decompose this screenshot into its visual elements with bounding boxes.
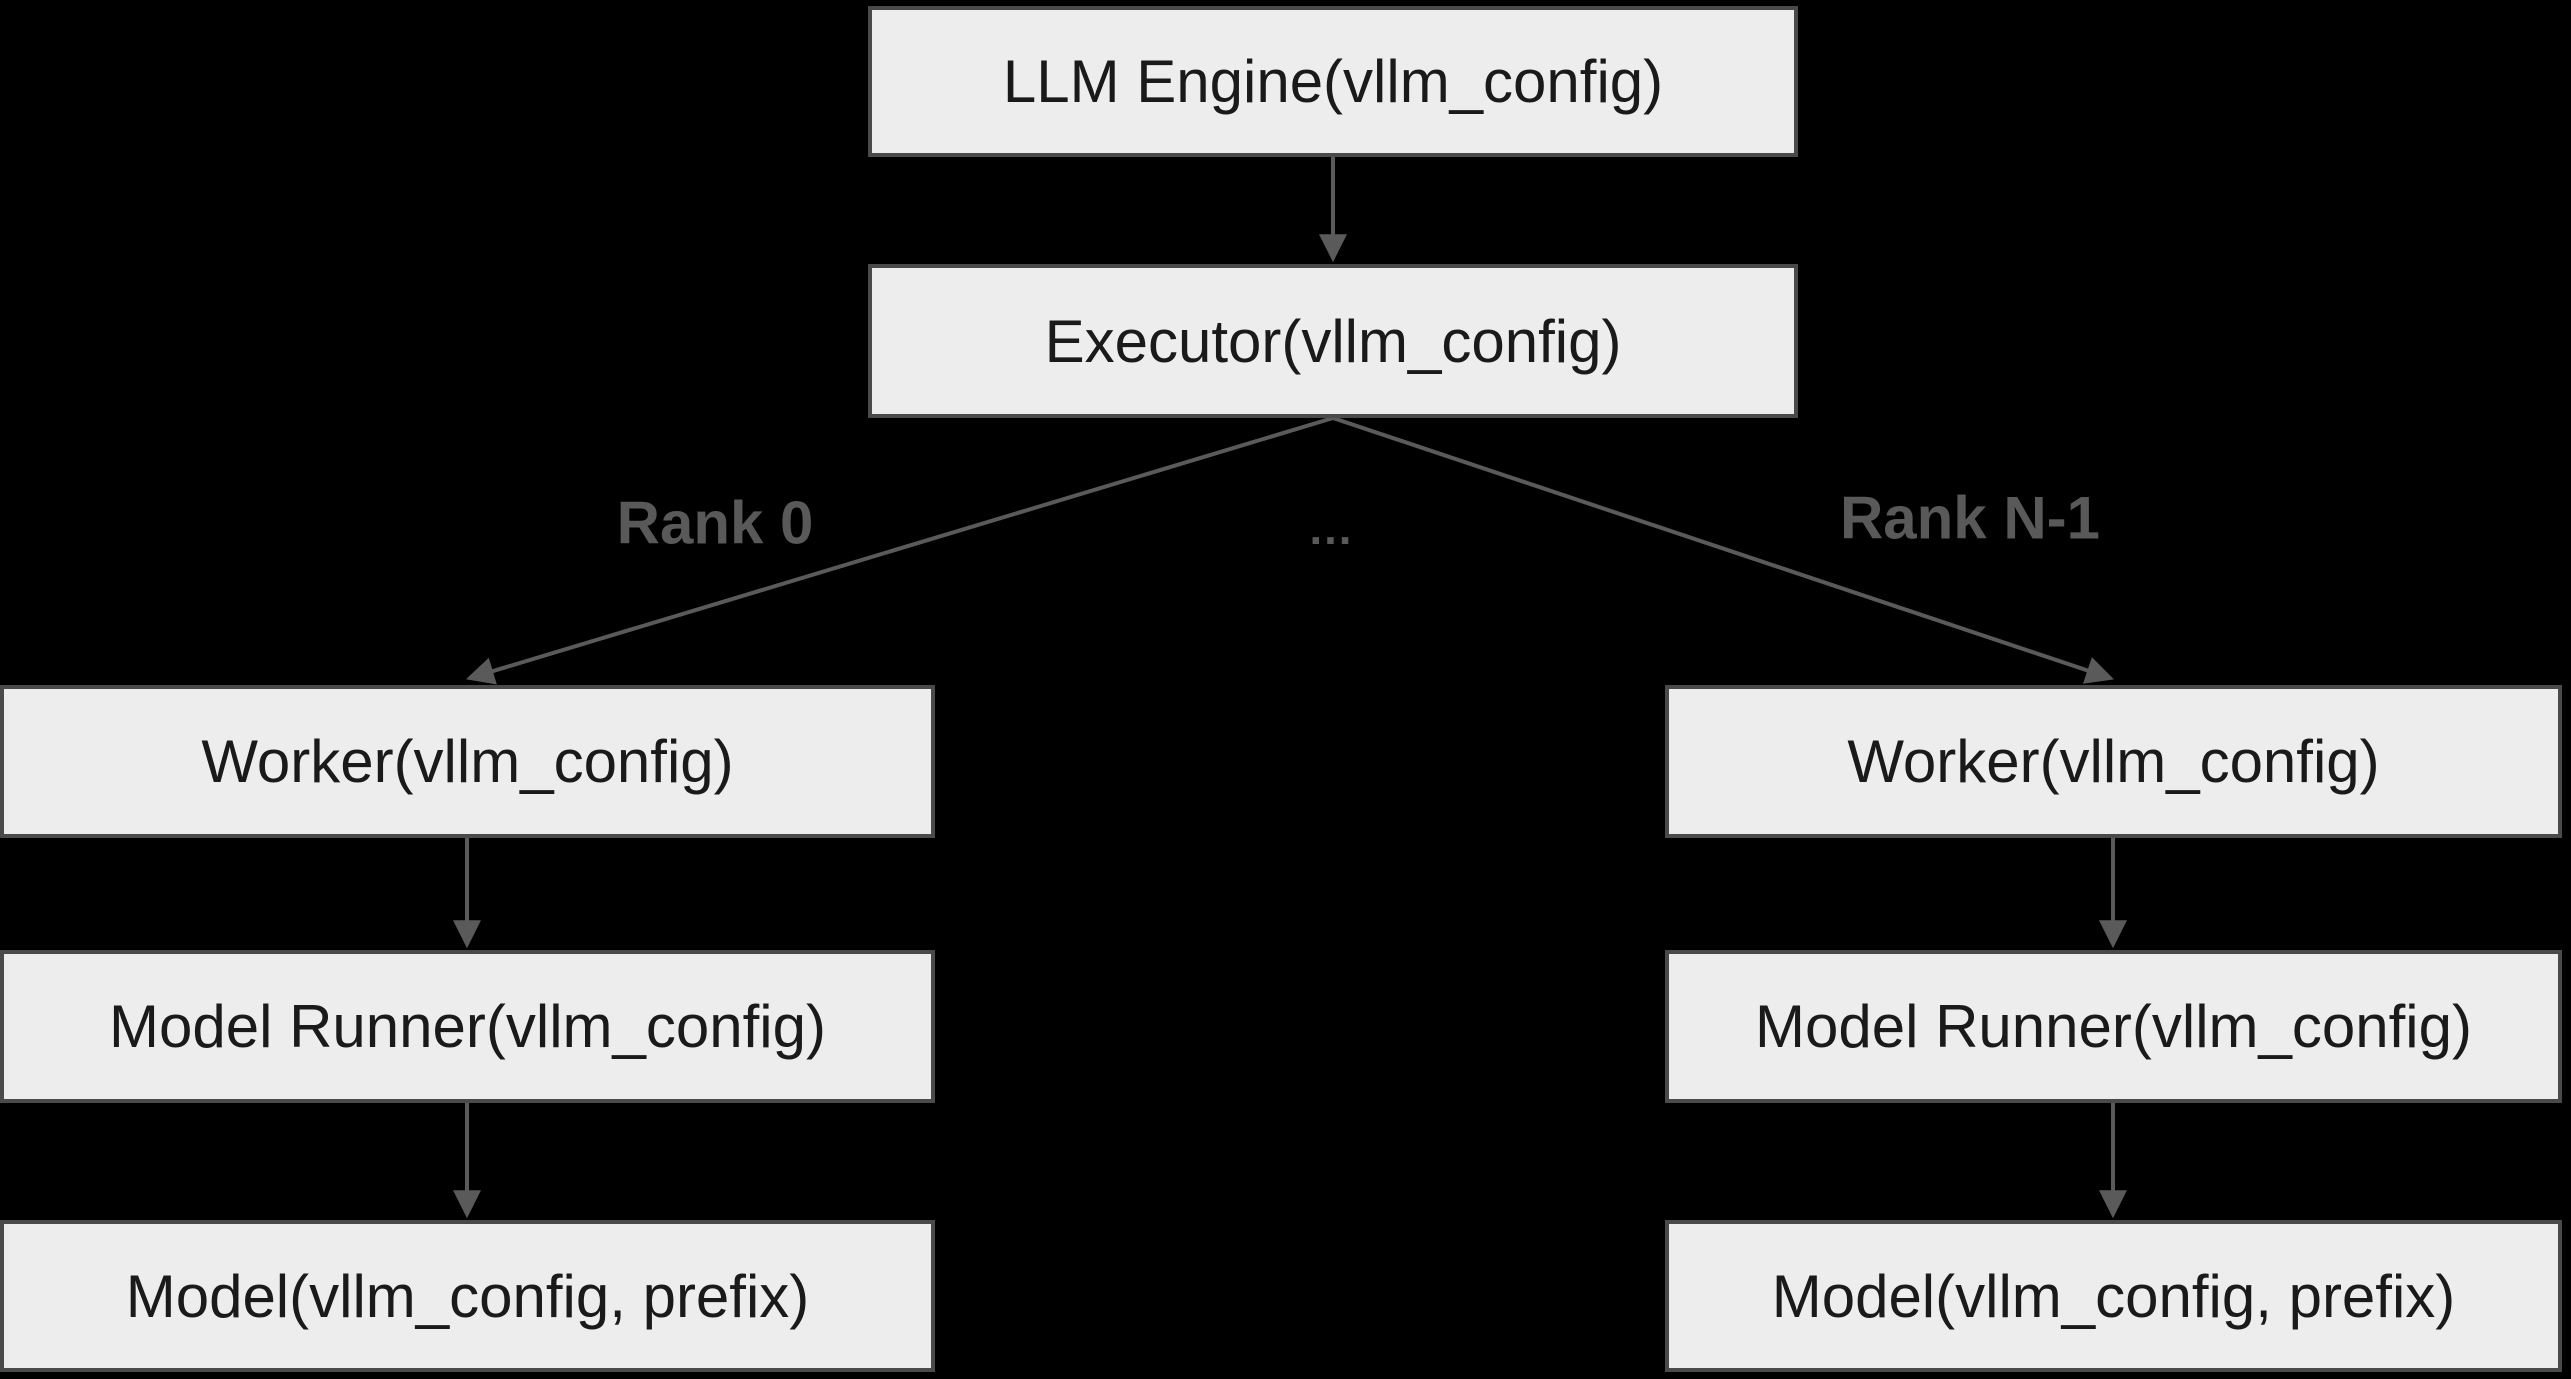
node-worker-rank-n-1: Worker(vllm_config) [1665, 685, 2562, 838]
node-worker-rank-0-label: Worker(vllm_config) [201, 728, 734, 795]
node-model-rank-0: Model(vllm_config, prefix) [0, 1220, 935, 1372]
node-model-rank-n-1-label: Model(vllm_config, prefix) [1771, 1262, 2456, 1330]
node-model-runner-rank-0: Model Runner(vllm_config) [0, 950, 935, 1103]
node-model-runner-rank-0-label: Model Runner(vllm_config) [109, 993, 826, 1060]
node-model-rank-0-label: Model(vllm_config, prefix) [125, 1262, 810, 1330]
node-worker-rank-0: Worker(vllm_config) [0, 685, 935, 838]
node-executor-label: Executor(vllm_config) [1044, 307, 1622, 375]
node-model-rank-n-1: Model(vllm_config, prefix) [1665, 1220, 2562, 1372]
edge-label-rank-0: Rank 0 [616, 489, 814, 557]
node-llm-engine: LLM Engine(vllm_config) [868, 6, 1798, 157]
edge-label-ellipsis: … [1307, 502, 1357, 554]
node-model-runner-rank-n-1: Model Runner(vllm_config) [1665, 950, 2562, 1103]
edge-executor-to-worker-right [1332, 416, 2114, 684]
node-model-runner-rank-n-1-label: Model Runner(vllm_config) [1755, 993, 2472, 1060]
node-executor: Executor(vllm_config) [868, 264, 1798, 418]
edge-label-rank-n-1: Rank N-1 [1839, 484, 2101, 552]
edge-executor-to-worker-left [465, 416, 1334, 685]
node-worker-rank-n-1-label: Worker(vllm_config) [1847, 728, 2380, 795]
node-llm-engine-label: LLM Engine(vllm_config) [1002, 48, 1664, 115]
